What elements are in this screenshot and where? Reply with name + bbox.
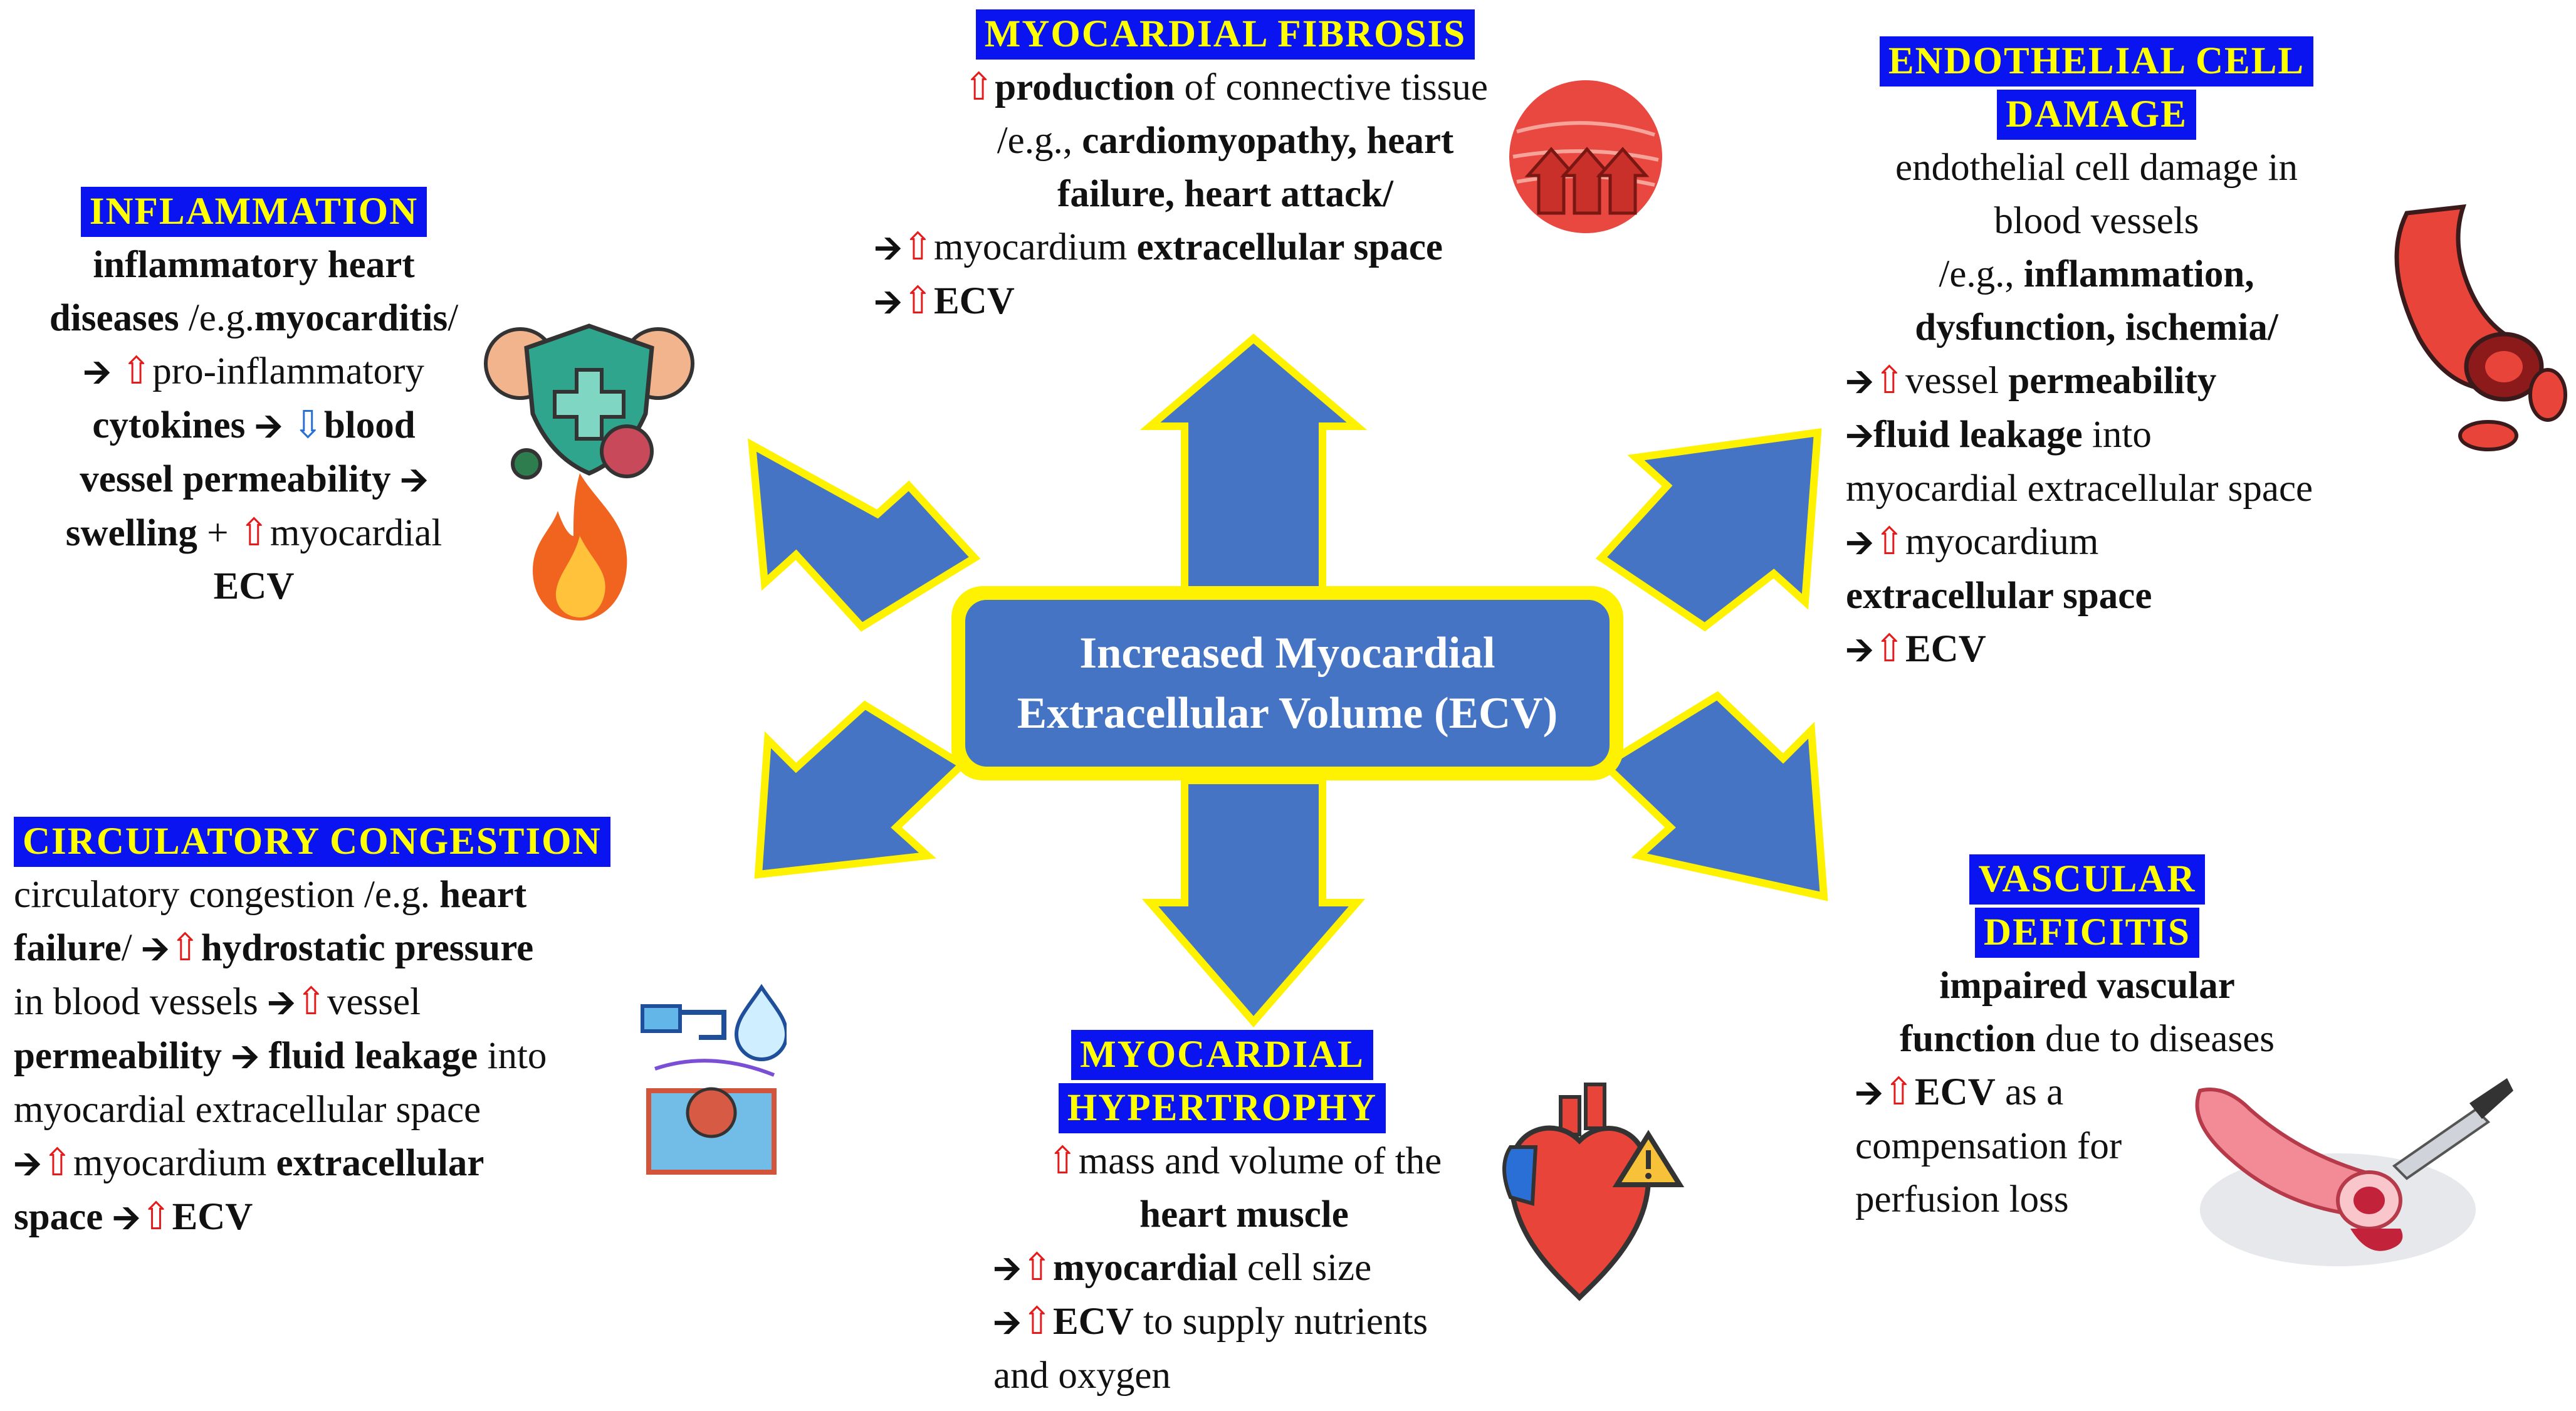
endothelial-block: ENDOTHELIAL CELL DAMAGE endothelial cell… [1846, 34, 2548, 676]
fibrosis-block: MYOCARDIAL FIBROSIS ⇧production of conne… [874, 8, 1576, 328]
vessel-knife-icon [2195, 1078, 2513, 1266]
vascular-title-2: DEFICITIS [1975, 908, 2199, 958]
hypertrophy-block: MYOCARDIAL HYPERTROPHY ⇧mass and volume … [993, 1028, 1532, 1402]
arrow-upper-right [1595, 428, 1822, 632]
arrow-lower-right [1598, 691, 1828, 901]
blood-vessel-icon [2394, 204, 2567, 451]
endothelial-title-1: ENDOTHELIAL CELL [1879, 36, 2314, 87]
inflammation-block: INFLAMMATION inflammatory heart diseases… [0, 185, 508, 613]
endothelial-title-2: DAMAGE [1997, 90, 2196, 140]
congestion-title: CIRCULATORY CONGESTION [14, 817, 610, 867]
arrow-down [1141, 777, 1366, 1028]
inflammation-title: INFLAMMATION [80, 187, 427, 237]
fibrosis-title: MYOCARDIAL FIBROSIS [975, 9, 1475, 60]
congestion-block: CIRCULATORY CONGESTION circulatory conge… [14, 815, 678, 1244]
center-box: Increased Myocardial Extracellular Volum… [951, 586, 1623, 780]
arrow-lower-left [754, 700, 968, 879]
superhero-shield-virus-icon [484, 323, 694, 480]
center-title-line2: Extracellular Volume (ECV) [1017, 689, 1558, 738]
arrow-up [1139, 333, 1368, 598]
fire-icon [533, 473, 627, 621]
vascular-title-1: VASCULAR [1969, 854, 2205, 905]
hypertrophy-title-2: HYPERTROPHY [1058, 1083, 1386, 1133]
heart-warning-icon [1502, 1083, 1685, 1301]
water-tap-cell-icon [641, 984, 787, 1175]
center-title-line1: Increased Myocardial [1079, 629, 1495, 678]
arrow-upper-left [748, 438, 981, 632]
muscle-fiber-icon [1509, 80, 1662, 233]
hypertrophy-title-1: MYOCARDIAL [1071, 1030, 1373, 1080]
vascular-block: VASCULAR DEFICITIS impaired vascular fun… [1855, 852, 2357, 1226]
